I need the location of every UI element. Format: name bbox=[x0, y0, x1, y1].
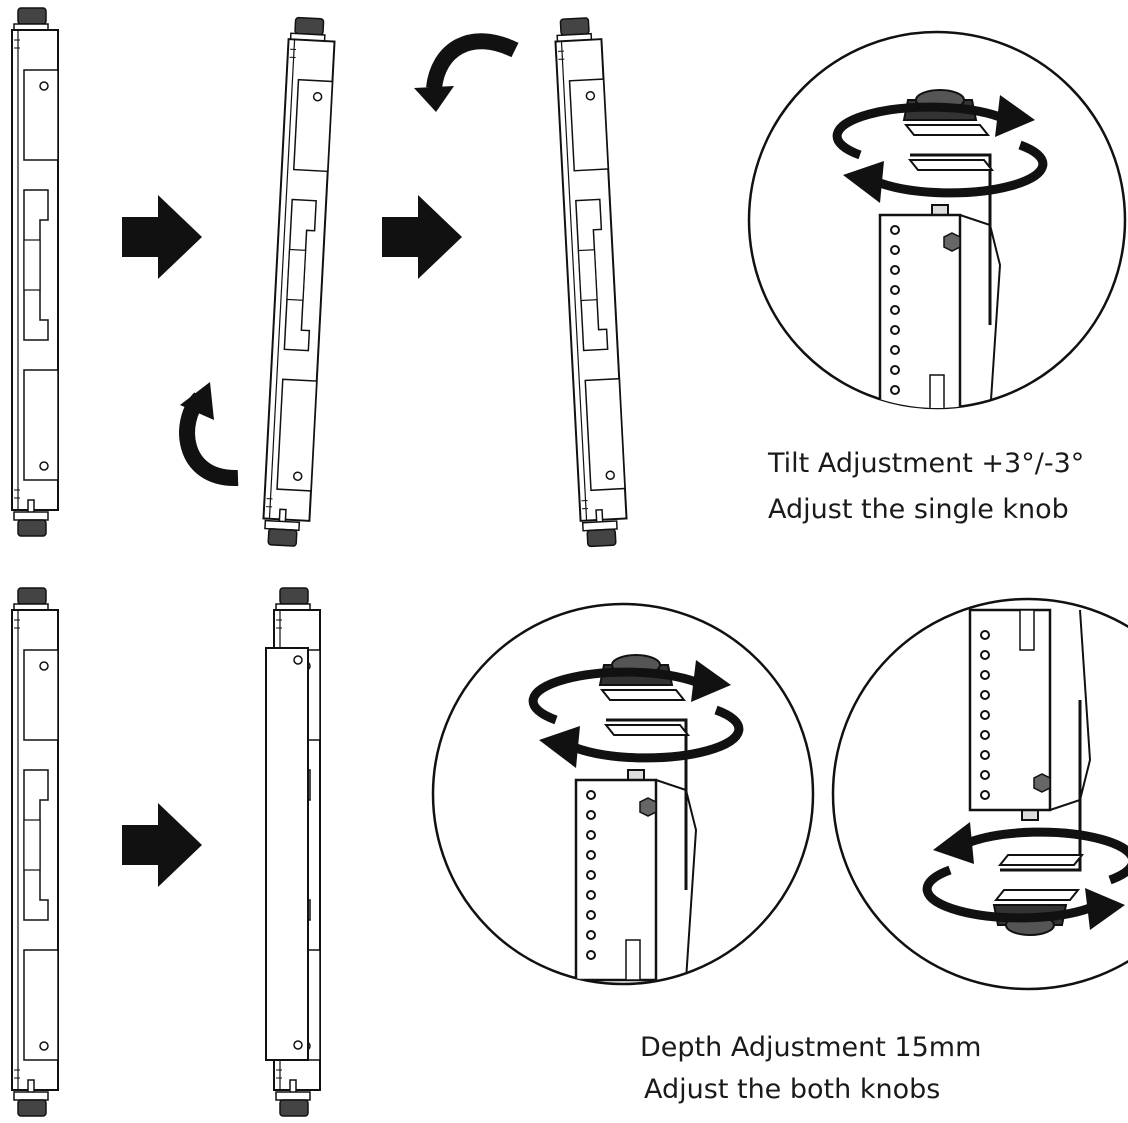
depth-caption-title: Depth Adjustment 15mm bbox=[640, 1032, 982, 1063]
rail-upright-2 bbox=[11, 587, 59, 1117]
tilt-zoom-circle bbox=[747, 30, 1127, 410]
right-arrow-1 bbox=[122, 195, 202, 279]
rail-tilted-forward bbox=[261, 16, 337, 548]
rail-upright-1 bbox=[11, 7, 59, 537]
depth-zoom-circle-left bbox=[431, 602, 815, 986]
tilt-caption-title: Tilt Adjustment +3°/-3° bbox=[768, 448, 1085, 479]
curved-arrow-up-icon bbox=[179, 382, 239, 487]
curved-arrow-down-icon bbox=[414, 33, 519, 112]
depth-zoom-circle-right bbox=[831, 597, 1128, 991]
right-arrow-2 bbox=[382, 195, 462, 279]
depth-caption-instruction: Adjust the both knobs bbox=[644, 1074, 941, 1105]
tilt-caption-instruction: Adjust the single knob bbox=[768, 494, 1069, 525]
rail-depth-adjusted bbox=[265, 587, 321, 1117]
right-arrow-3 bbox=[122, 803, 202, 887]
rail-tilted-back bbox=[553, 16, 629, 548]
